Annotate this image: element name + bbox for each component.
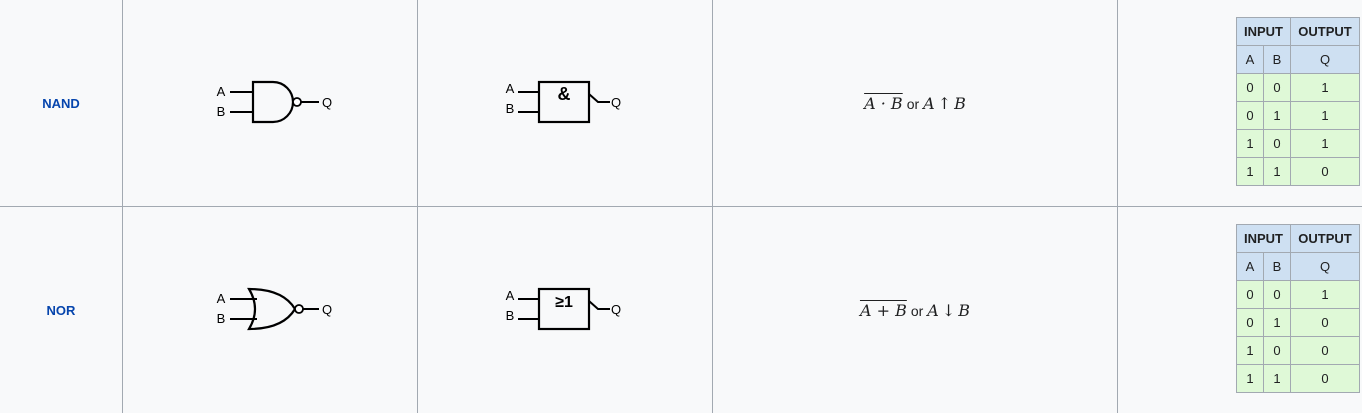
table-row: 0 0 1 <box>1236 73 1360 102</box>
cell: 0 <box>1236 101 1264 130</box>
cell: 0 <box>1290 364 1360 393</box>
input-a-label: A <box>506 288 515 303</box>
cell: 1 <box>1263 364 1291 393</box>
cell: 1 <box>1263 101 1291 130</box>
gate-row-nor: NOR A B Q A B ≥1 Q <box>0 207 1362 413</box>
column-divider <box>122 0 123 413</box>
cell: 0 <box>1236 280 1264 309</box>
cell: 0 <box>1290 157 1360 186</box>
gate-row-nand: NAND A B Q A B & Q <box>0 0 1362 206</box>
cell: 1 <box>1290 101 1360 130</box>
overlined-term: A + B <box>859 300 907 320</box>
table-row: 1 1 0 <box>1236 157 1360 186</box>
input-b-label: B <box>217 311 226 326</box>
down-arrow-icon: ↓ <box>941 300 956 320</box>
table-row: 0 1 0 <box>1236 308 1360 337</box>
cell: 0 <box>1263 336 1291 365</box>
input-b-label: B <box>506 308 515 323</box>
cell: 0 <box>1236 308 1264 337</box>
column-divider <box>712 0 713 413</box>
output-q-label: Q <box>611 95 621 110</box>
output-header: OUTPUT <box>1290 224 1360 253</box>
input-a-label: A <box>506 81 515 96</box>
nand-iec-symbol: A B & Q <box>506 80 621 124</box>
nor-iec-symbol: A B ≥1 Q <box>506 287 621 331</box>
cell: 1 <box>1236 336 1264 365</box>
cell: 1 <box>1236 157 1264 186</box>
cell: 1 <box>1263 157 1291 186</box>
cell: 1 <box>1236 129 1264 158</box>
row-divider <box>0 206 1362 207</box>
nand-anis-symbol: A B Q <box>217 80 332 124</box>
col-a-header: A <box>1236 252 1264 281</box>
output-q-label: Q <box>322 95 332 110</box>
cell: 1 <box>1236 364 1264 393</box>
overlined-term: A · B <box>864 93 903 113</box>
col-b-header: B <box>1263 252 1291 281</box>
cell: 0 <box>1236 73 1264 102</box>
input-a-label: A <box>217 291 226 306</box>
output-header: OUTPUT <box>1290 17 1360 46</box>
table-row: 1 0 0 <box>1236 336 1360 365</box>
input-header: INPUT <box>1236 224 1291 253</box>
output-q-label: Q <box>611 302 621 317</box>
gate-name-link[interactable]: NAND <box>42 95 80 111</box>
cell: 1 <box>1263 308 1291 337</box>
input-header: INPUT <box>1236 17 1291 46</box>
operand: A <box>923 93 935 113</box>
table-row: 0 0 1 <box>1236 280 1360 309</box>
cell: 1 <box>1290 129 1360 158</box>
nor-anis-symbol: A B Q <box>217 287 332 331</box>
operand: B <box>954 93 966 113</box>
table-row: 1 1 0 <box>1236 364 1360 393</box>
cell: 1 <box>1290 73 1360 102</box>
operand: A <box>927 300 939 320</box>
input-a-label: A <box>217 84 226 99</box>
truth-table: INPUT OUTPUT A B Q 0 0 1 0 1 1 1 0 1 <box>1236 17 1360 186</box>
col-a-header: A <box>1236 45 1264 74</box>
col-b-header: B <box>1263 45 1291 74</box>
col-q-header: Q <box>1290 45 1360 74</box>
cell: 0 <box>1263 129 1291 158</box>
input-b-label: B <box>217 104 226 119</box>
operand: B <box>958 300 971 320</box>
input-b-label: B <box>506 101 515 116</box>
column-divider <box>1117 0 1118 413</box>
or-text: or <box>910 302 924 319</box>
up-arrow-icon: ↑ <box>937 93 952 113</box>
cell: 0 <box>1290 336 1360 365</box>
table-row: 0 1 1 <box>1236 101 1360 130</box>
output-q-label: Q <box>322 302 332 317</box>
and-symbol: & <box>558 84 571 104</box>
cell: 0 <box>1263 73 1291 102</box>
column-divider <box>417 0 418 413</box>
table-row: 1 0 1 <box>1236 129 1360 158</box>
gate-name-link[interactable]: NOR <box>46 302 76 318</box>
truth-table: INPUT OUTPUT A B Q 0 0 1 0 1 0 1 0 0 <box>1236 224 1360 393</box>
or-text: or <box>906 95 920 112</box>
cell: 0 <box>1263 280 1291 309</box>
col-q-header: Q <box>1290 252 1360 281</box>
cell: 1 <box>1290 280 1360 309</box>
or-threshold-symbol: ≥1 <box>555 294 573 311</box>
cell: 0 <box>1290 308 1360 337</box>
